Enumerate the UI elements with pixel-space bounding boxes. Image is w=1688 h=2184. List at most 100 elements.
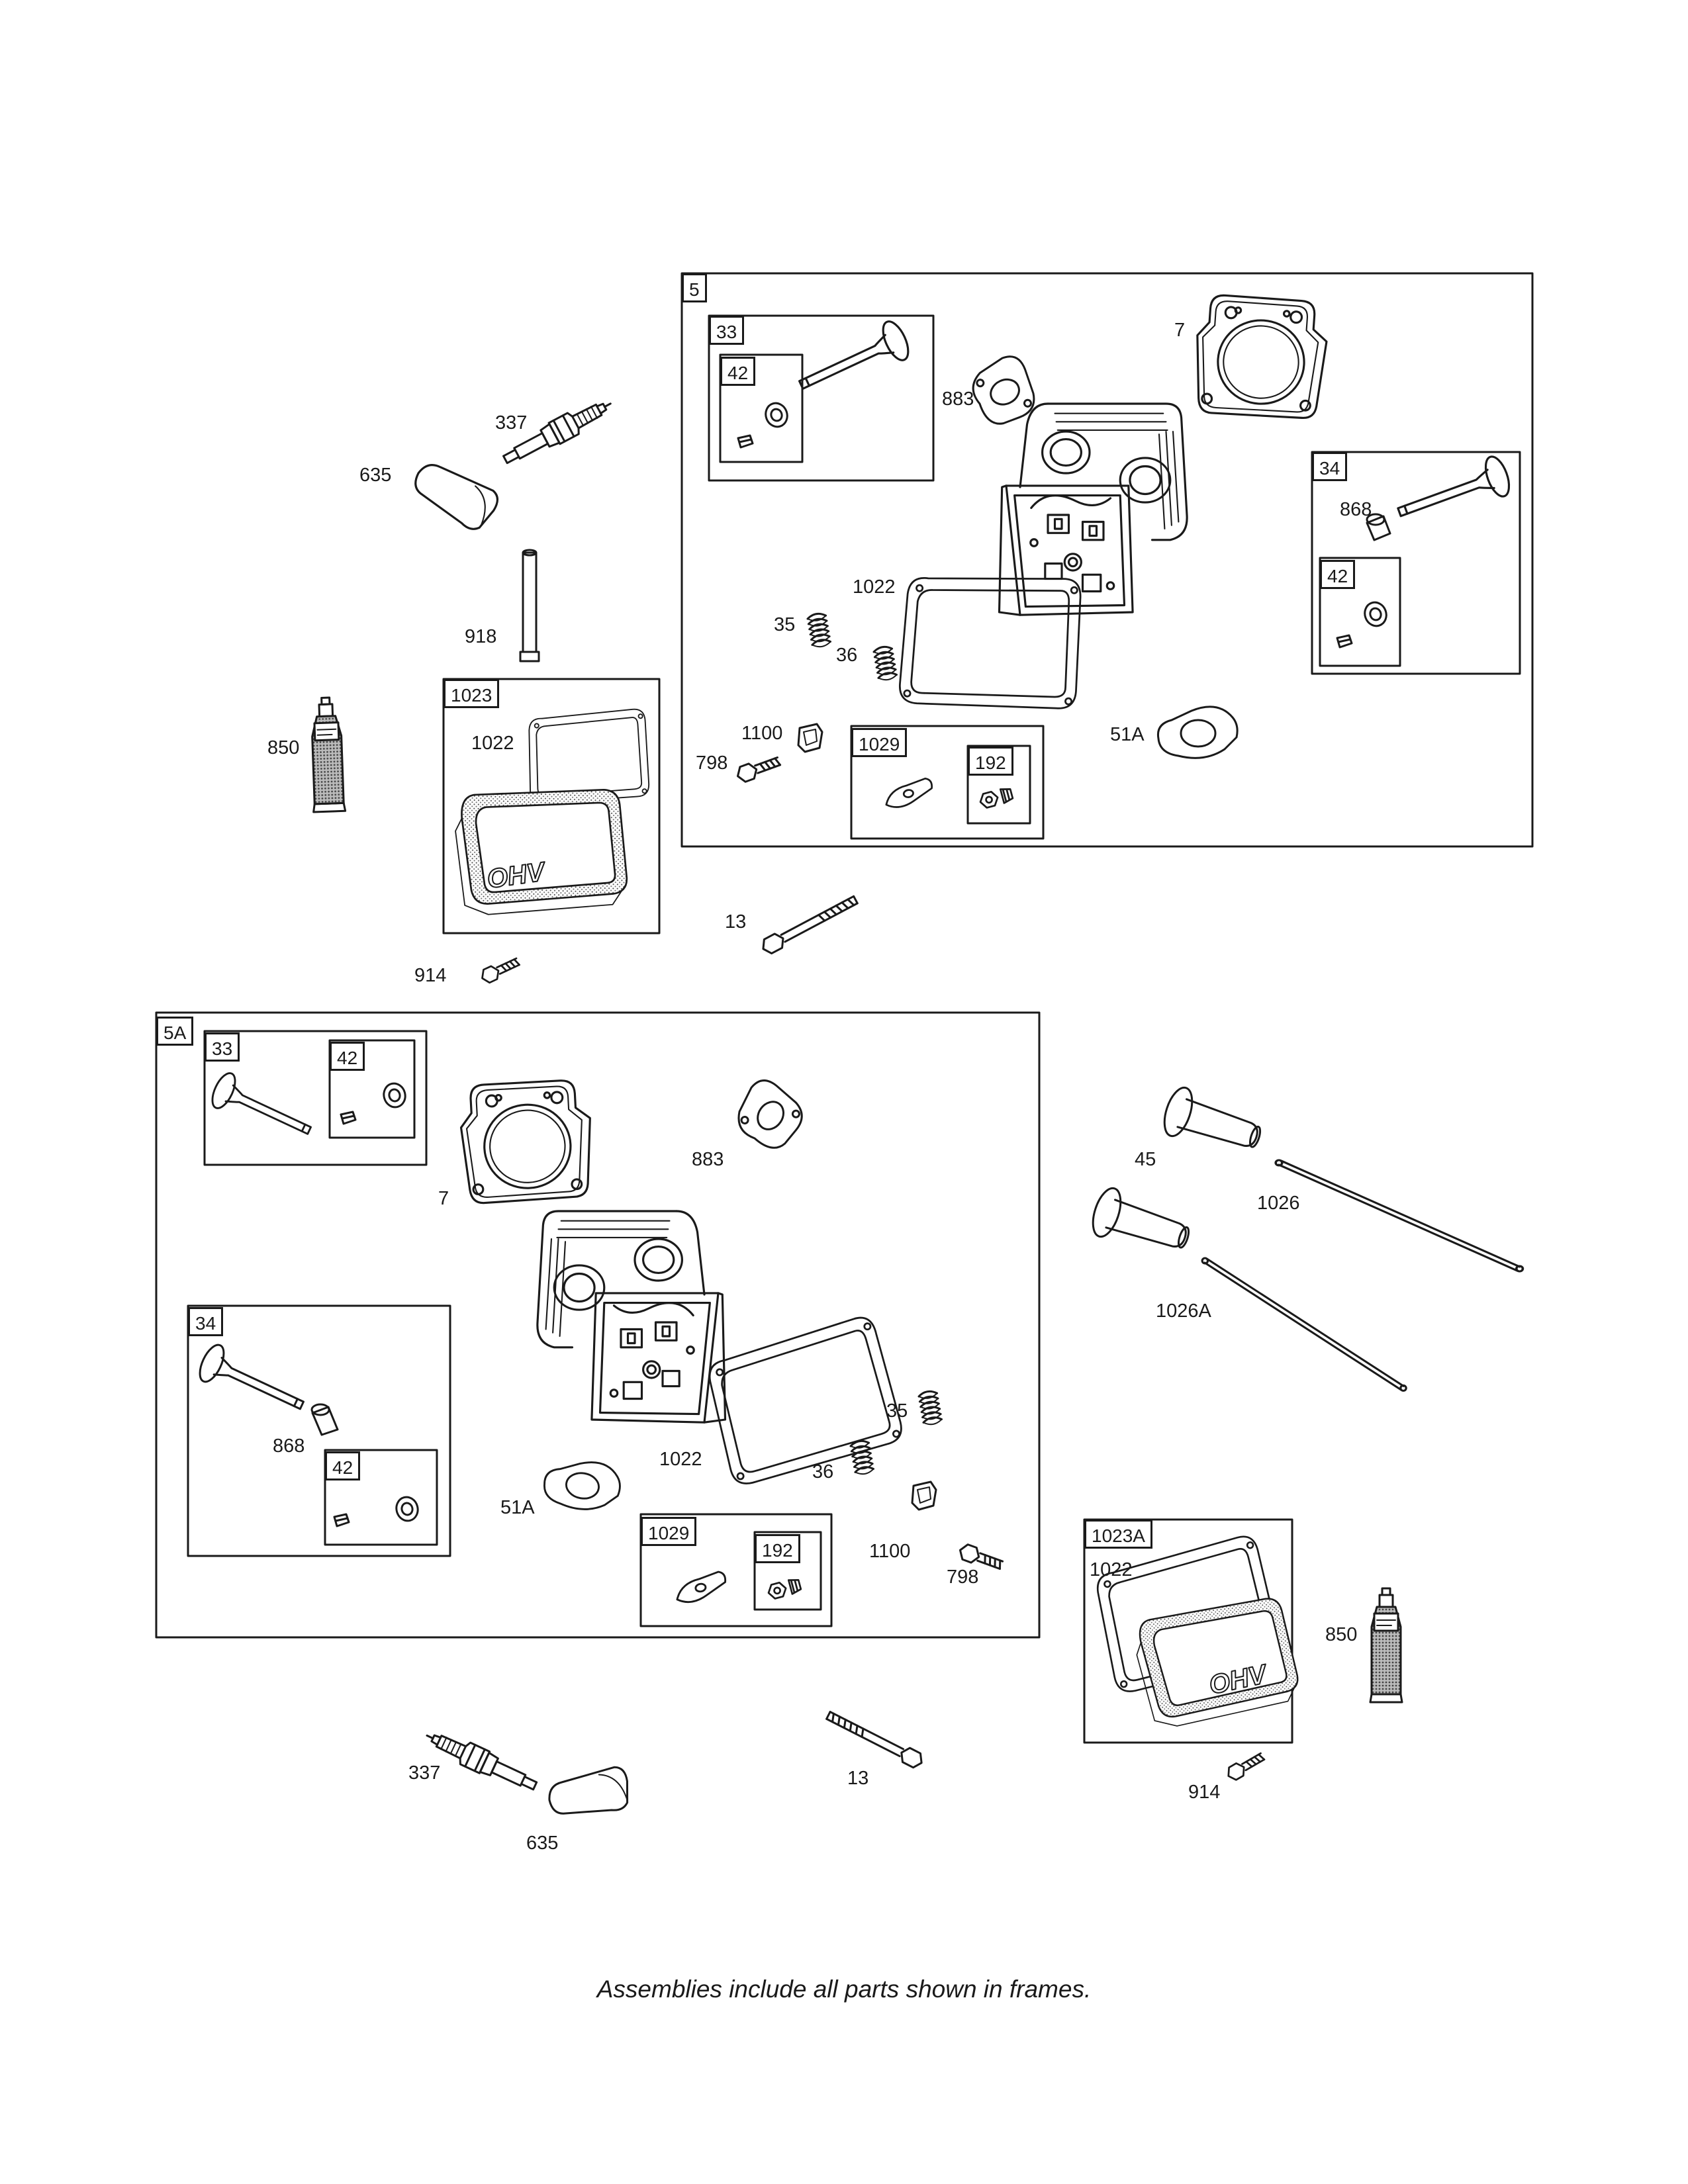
rocker-nut-192-top [977, 786, 1015, 810]
rocker-nut-192-bottom [765, 1576, 803, 1601]
valve-seal-top-b [1360, 598, 1391, 630]
frame-42-bottom-b [324, 1449, 438, 1546]
frame-tag-33-top: 33 [709, 316, 745, 345]
valve-spring-36-top [872, 644, 898, 682]
valve-keeper-bottom-a [340, 1111, 357, 1125]
callout-883-top: 883 [942, 388, 974, 410]
frame-tag-33-bottom: 33 [205, 1032, 240, 1062]
rocker-cover-1023 [451, 784, 631, 921]
tappet-45 [1158, 1083, 1268, 1163]
valve-intake-top [1391, 452, 1515, 533]
frame-tag-1023: 1023 [444, 679, 500, 708]
callout-798-bottom: 798 [947, 1567, 979, 1588]
frame-tag-5A: 5A [156, 1017, 194, 1046]
breather-tube-918 [519, 549, 540, 662]
frame-tag-34-bottom: 34 [188, 1307, 224, 1336]
callout-51A-top: 51A [1110, 724, 1145, 745]
frame-1029-bottom [639, 1513, 833, 1627]
callout-1100-top: 1100 [741, 723, 783, 744]
callout-850-bottom: 850 [1325, 1624, 1358, 1645]
frame-42-top-b [1319, 557, 1401, 667]
valve-exhaust-top [791, 316, 915, 405]
callout-635-top: 635 [359, 465, 392, 486]
frame-tag-1023A: 1023A [1084, 1520, 1152, 1549]
frame-33-bottom [203, 1030, 428, 1166]
callout-914-bottom: 914 [1188, 1782, 1221, 1803]
frame-33-top [708, 314, 935, 482]
frame-tag-34-top: 34 [1312, 452, 1348, 481]
callout-13-top: 13 [725, 911, 747, 933]
callout-1022-bottom: 1022 [659, 1449, 702, 1470]
frame-34-bottom [187, 1304, 451, 1557]
exhaust-gasket-top [964, 350, 1044, 432]
frame-42-top-a [719, 353, 804, 463]
callout-7-bottom: 7 [438, 1188, 449, 1209]
frame-tag-5: 5 [682, 273, 707, 302]
valve-spring-35-bottom [917, 1388, 943, 1427]
valve-seal-bottom-b [393, 1493, 422, 1525]
port-gasket-51A-top [1156, 705, 1239, 759]
frame-1023A [1083, 1518, 1293, 1744]
valve-seal-top-a [761, 399, 792, 431]
cover-gasket-top [892, 556, 1093, 727]
callout-798-top: 798 [696, 752, 728, 774]
spark-plug-boot-bottom [542, 1751, 641, 1840]
frame-5 [680, 272, 1534, 848]
callout-35-top: 35 [774, 614, 796, 635]
callout-635-bottom: 635 [526, 1833, 559, 1854]
callout-337-top: 337 [495, 412, 528, 433]
valve-guide-868-top [1366, 513, 1391, 541]
valve-spring-35-top [806, 611, 832, 649]
callout-914-top: 914 [414, 965, 447, 986]
frame-tag-1029-top: 1029 [851, 728, 908, 757]
frame-1023 [442, 678, 661, 934]
caption: Assemblies include all parts shown in fr… [596, 1976, 1092, 2003]
valve-keeper-bottom-b [333, 1513, 350, 1527]
cover-screw-914-top [478, 954, 522, 986]
cover-gasket-bottom [702, 1312, 908, 1488]
tappet-1026A [1086, 1183, 1196, 1264]
spark-plug-bottom [420, 1723, 541, 1798]
frame-192-bottom [753, 1531, 822, 1611]
valve-spring-36-bottom [849, 1438, 875, 1477]
callout-1022-top: 1022 [853, 576, 896, 598]
callout-883-bottom: 883 [692, 1149, 724, 1170]
callout-36-bottom: 36 [812, 1461, 834, 1482]
frame-tag-1029-bottom: 1029 [641, 1517, 697, 1546]
valve-intake-bottom [194, 1340, 312, 1425]
callout-45: 45 [1135, 1149, 1156, 1170]
valve-seal-bottom-a [380, 1079, 409, 1111]
callout-337-bottom: 337 [408, 1762, 441, 1784]
callout-1022-kit-A: 1022 [1090, 1559, 1133, 1580]
rocker-cover-1023A [1131, 1595, 1302, 1731]
callout-36-top: 36 [836, 645, 858, 666]
spark-plug-boot-top [408, 461, 503, 534]
valve-keeper-top-b [1336, 634, 1353, 649]
exhaust-gasket-bottom [727, 1073, 812, 1158]
frame-tag-42-bottom-a: 42 [330, 1042, 365, 1071]
callout-51A-bottom: 51A [500, 1497, 535, 1518]
frame-192-top [966, 745, 1031, 825]
cylinder-head-bottom [536, 1210, 727, 1424]
sealant-tube-top [308, 696, 347, 813]
callout-868-top: 868 [1340, 499, 1372, 520]
valve-guide-868-bottom [310, 1403, 339, 1436]
frame-1029-top [850, 725, 1045, 840]
frame-5A [155, 1011, 1041, 1639]
cover-screw-914-bottom [1224, 1749, 1267, 1784]
callout-850-top: 850 [267, 737, 300, 758]
rocker-arm-bottom [673, 1570, 729, 1606]
head-bolt-13-top [758, 891, 861, 957]
callout-1100-bottom: 1100 [869, 1541, 911, 1562]
head-bolt-13-bottom [823, 1707, 927, 1771]
valve-keeper-top-a [737, 434, 754, 449]
valve-exhaust-bottom [207, 1069, 318, 1149]
push-rod-guide-1100-bottom [911, 1480, 937, 1511]
frame-tag-42-top-a: 42 [720, 357, 756, 386]
frame-34-top [1311, 451, 1521, 675]
rocker-arm-top [882, 776, 936, 810]
push-rod-guide-1100-top [797, 723, 823, 753]
callout-1026A: 1026A [1156, 1300, 1211, 1322]
push-rod-1026 [1274, 1159, 1524, 1273]
cylinder-head-top [998, 402, 1188, 616]
